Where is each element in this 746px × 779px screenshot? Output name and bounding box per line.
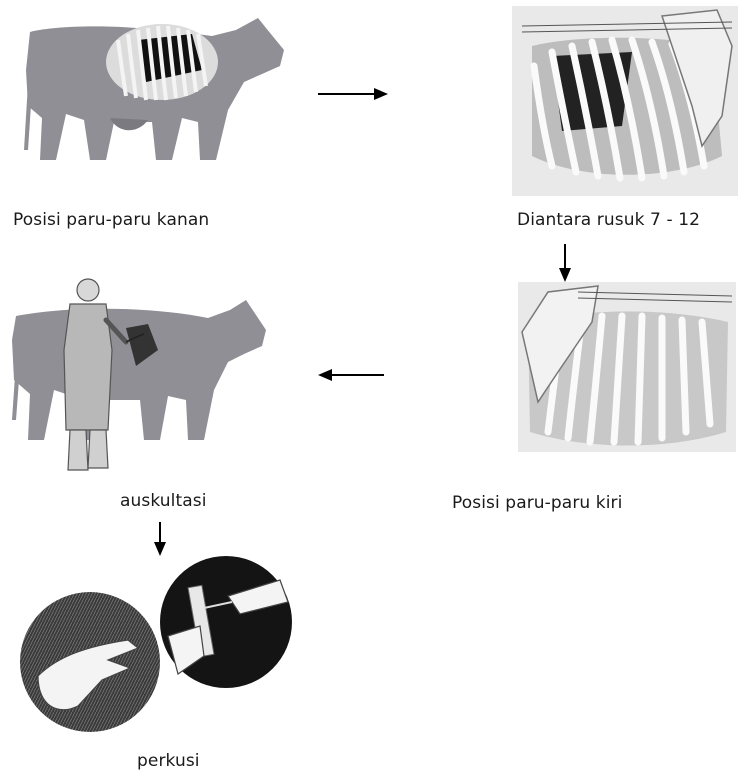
label-right-lung-position: Posisi paru-paru kanan bbox=[13, 210, 209, 230]
percussion-illustration bbox=[18, 556, 293, 734]
label-left-lung-position: Posisi paru-paru kiri bbox=[452, 493, 622, 513]
auscultation-illustration bbox=[8, 270, 270, 480]
arrow-down-icon-2 bbox=[153, 522, 167, 556]
label-percussion: perkusi bbox=[137, 751, 200, 771]
rib-cage-right-illustration bbox=[512, 6, 738, 196]
arrow-right-icon bbox=[318, 86, 388, 102]
cow-right-lung-illustration bbox=[22, 10, 287, 170]
label-auscultation: auskultasi bbox=[120, 491, 207, 511]
arrow-down-icon bbox=[558, 244, 572, 282]
label-ribs-range: Diantara rusuk 7 - 12 bbox=[517, 210, 700, 230]
arrow-left-icon bbox=[318, 367, 384, 383]
rib-cage-overlay bbox=[106, 24, 218, 100]
rib-cage-left-illustration bbox=[518, 282, 736, 452]
